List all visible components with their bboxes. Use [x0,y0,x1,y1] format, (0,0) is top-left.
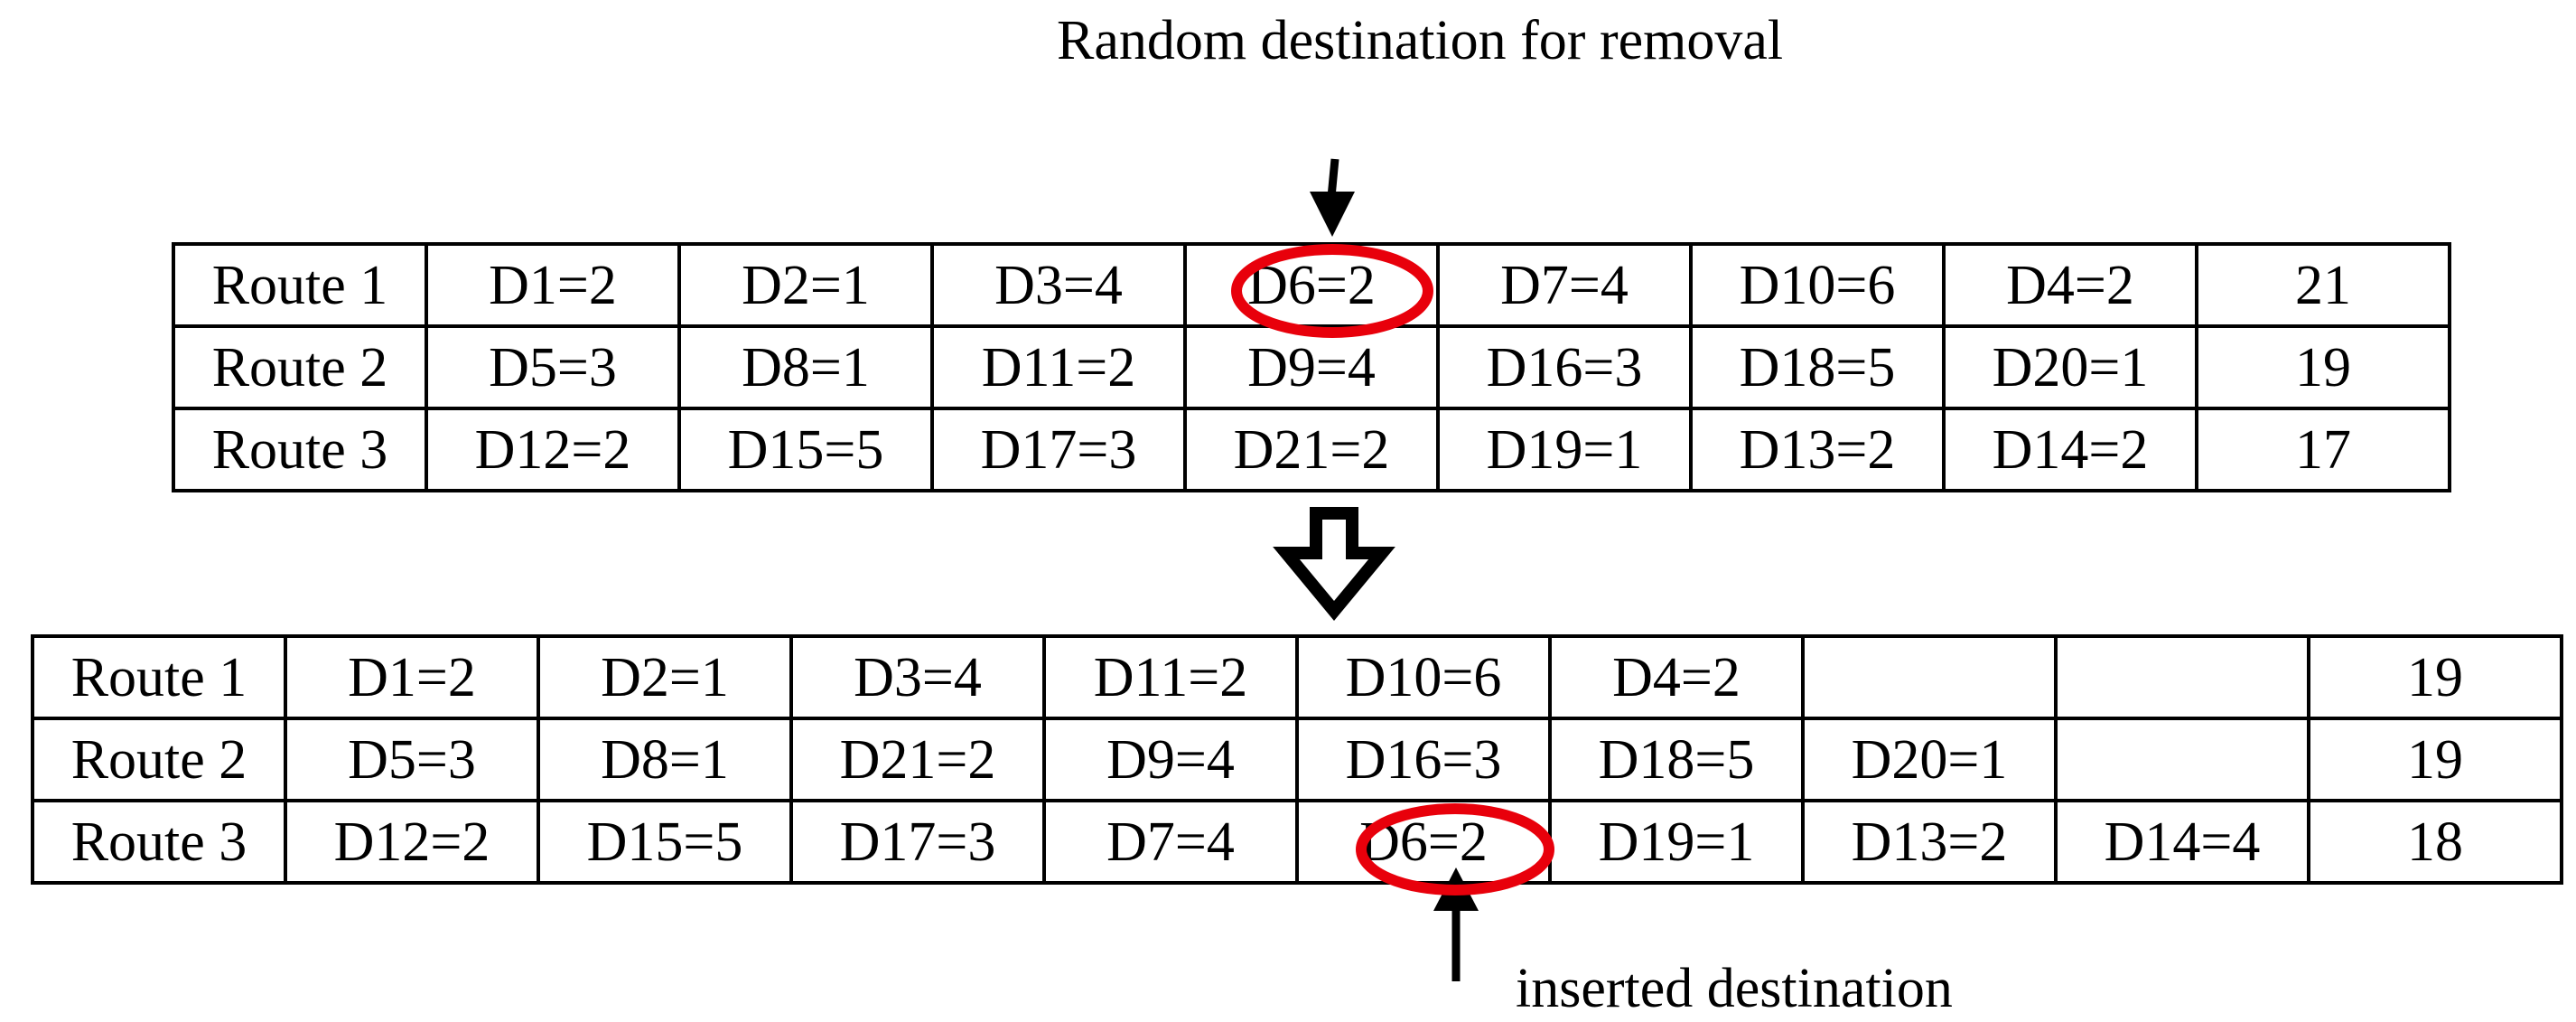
empty-destination-cell [2054,717,2310,802]
destination-cell: D1=2 [425,242,681,328]
destination-cell: D2=1 [677,242,934,328]
empty-destination-cell [2054,634,2310,720]
destination-cell: D5=3 [425,324,681,410]
destination-cell: D13=2 [1801,799,2058,885]
table-row: Route 3 D12=2 D15=5 D17=3 D7=4 D6=2 D19=… [31,799,2563,885]
empty-destination-cell [1801,634,2058,720]
destination-cell: D14=4 [2054,799,2310,885]
destination-cell: D1=2 [284,634,540,720]
insertion-caption: inserted destination [1516,958,1953,1019]
destination-cell: D21=2 [1183,407,1440,492]
destination-cell: D13=2 [1689,407,1946,492]
destination-cell: D9=4 [1042,717,1299,802]
destination-cell: D10=6 [1689,242,1946,328]
destination-cell: D8=1 [677,324,934,410]
destination-cell: D10=6 [1295,634,1552,720]
destination-cell: D9=4 [1183,324,1440,410]
table-row: Route 2 D5=3 D8=1 D11=2 D9=4 D16=3 D18=5… [172,324,2451,410]
destination-cell: D21=2 [789,717,1046,802]
removal-arrow-icon [1310,158,1355,237]
route-total-cell: 17 [2195,407,2451,492]
destination-cell: D14=2 [1942,407,2198,492]
routes-before-table: Route 1 D1=2 D2=1 D3=4 D6=2 D7=4 D10=6 D… [172,242,2451,492]
table-row: Route 2 D5=3 D8=1 D21=2 D9=4 D16=3 D18=5… [31,717,2563,802]
destination-cell: D2=1 [537,634,793,720]
destination-cell: D7=4 [1042,799,1299,885]
destination-cell: D15=5 [677,407,934,492]
destination-cell: D20=1 [1801,717,2058,802]
destination-cell: D12=2 [425,407,681,492]
route-label: Route 2 [172,324,428,410]
destination-cell: D7=4 [1436,242,1693,328]
destination-cell: D16=3 [1295,717,1552,802]
table-row: Route 3 D12=2 D15=5 D17=3 D21=2 D19=1 D1… [172,407,2451,492]
route-label: Route 2 [31,717,287,802]
destination-cell: D11=2 [930,324,1187,410]
route-label: Route 1 [172,242,428,328]
table-row: Route 1 D1=2 D2=1 D3=4 D11=2 D10=6 D4=2 … [31,634,2563,720]
destination-cell: D18=5 [1689,324,1946,410]
destination-cell: D20=1 [1942,324,2198,410]
route-label: Route 3 [172,407,428,492]
removal-caption: Random destination for removal [1057,10,1784,71]
route-total-cell: 19 [2307,717,2563,802]
destination-cell: D19=1 [1436,407,1693,492]
removed-destination-cell: D6=2 [1183,242,1440,328]
transition-arrow-icon [1273,507,1395,621]
routes-after-table: Route 1 D1=2 D2=1 D3=4 D11=2 D10=6 D4=2 … [31,634,2563,885]
destination-cell: D17=3 [930,407,1187,492]
destination-cell: D19=1 [1548,799,1805,885]
route-total-cell: 19 [2195,324,2451,410]
destination-cell: D11=2 [1042,634,1299,720]
table-row: Route 1 D1=2 D2=1 D3=4 D6=2 D7=4 D10=6 D… [172,242,2451,328]
destination-cell: D4=2 [1942,242,2198,328]
destination-cell: D15=5 [537,799,793,885]
destination-cell: D8=1 [537,717,793,802]
inserted-destination-cell: D6=2 [1295,799,1552,885]
destination-cell: D5=3 [284,717,540,802]
route-total-cell: 21 [2195,242,2451,328]
destination-cell: D16=3 [1436,324,1693,410]
destination-cell: D18=5 [1548,717,1805,802]
route-total-cell: 18 [2307,799,2563,885]
destination-cell: D3=4 [930,242,1187,328]
destination-cell: D17=3 [789,799,1046,885]
route-label: Route 3 [31,799,287,885]
destination-cell: D12=2 [284,799,540,885]
destination-cell: D3=4 [789,634,1046,720]
route-label: Route 1 [31,634,287,720]
destination-cell: D4=2 [1548,634,1805,720]
route-total-cell: 19 [2307,634,2563,720]
